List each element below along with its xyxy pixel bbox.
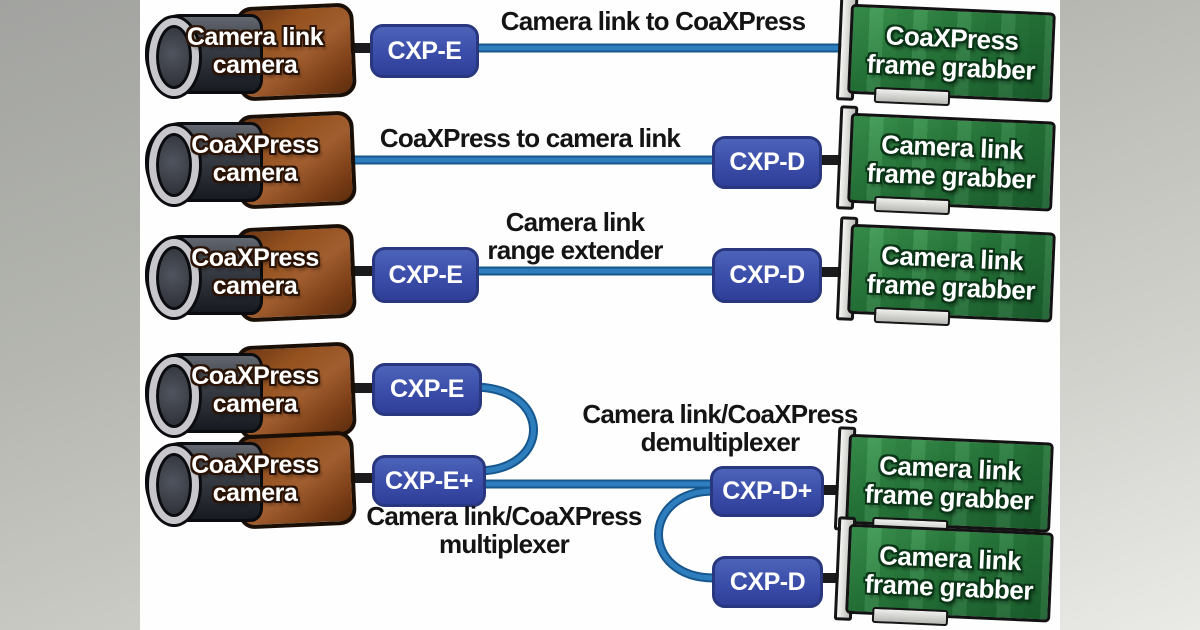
- converter-cxp-e-plus-row5: CXP-E+: [372, 455, 486, 507]
- frame-grabber-label-line2: frame grabber: [866, 157, 1036, 195]
- edge-connector: [873, 306, 951, 327]
- frame-grabber-label-line2: frame grabber: [864, 478, 1034, 516]
- camera-lens-icon: [149, 239, 199, 317]
- camera-lens-icon: [149, 126, 199, 204]
- frame-grabber-label-line2: frame grabber: [866, 268, 1036, 306]
- link-label-row1: Camera link to CoaXPress: [500, 6, 806, 36]
- link-label-mux-line2: multiplexer: [439, 529, 570, 559]
- camera-lens-icon: [149, 18, 199, 96]
- coax-cables-core: [341, 45, 849, 581]
- camera-label-line2: camera: [212, 159, 298, 187]
- camera-label-line1: CoaXPress: [191, 362, 319, 390]
- converter-cxp-d-row2: CXP-D: [712, 136, 822, 189]
- frame-grabber-label-line2: frame grabber: [864, 568, 1034, 606]
- link-label-row3-line1: Camera link: [505, 207, 645, 237]
- link-label-demux-line1: Camera link/CoaXPress: [582, 399, 858, 429]
- converter-cxp-e-row1: CXP-E: [370, 24, 479, 78]
- link-label-row3-line2: range extender: [487, 235, 663, 265]
- link-label-row2: CoaXPress to camera link: [379, 123, 681, 153]
- converter-cxp-d-row3: CXP-D: [712, 248, 822, 303]
- camera-label-line2: camera: [212, 51, 298, 79]
- camera-lens-icon: [149, 357, 199, 435]
- converter-cxp-e-row3: CXP-E: [372, 247, 479, 303]
- camera-label-line2: camera: [212, 479, 298, 507]
- edge-connector: [873, 195, 951, 216]
- converter-cxp-e-row4: CXP-E: [372, 363, 482, 416]
- camera-label-line1: Camera link: [186, 23, 324, 51]
- edge-connector: [871, 606, 949, 627]
- link-label-mux-line1: Camera link/CoaXPress: [366, 501, 642, 531]
- converter-cxp-d-plus: CXP-D+: [710, 466, 824, 517]
- converter-cxp-d-bottom: CXP-D: [712, 556, 823, 608]
- camera-lens-icon: [149, 446, 199, 524]
- edge-connector: [873, 86, 951, 107]
- camera-label-line2: camera: [212, 272, 298, 300]
- frame-grabber-label-line2: frame grabber: [866, 48, 1036, 86]
- camera-label-line1: CoaXPress: [191, 244, 319, 272]
- camera-label-line2: camera: [212, 390, 298, 418]
- camera-label-line1: CoaXPress: [191, 131, 319, 159]
- camera-label-line1: CoaXPress: [191, 451, 319, 479]
- link-label-demux-line2: demultiplexer: [640, 427, 800, 457]
